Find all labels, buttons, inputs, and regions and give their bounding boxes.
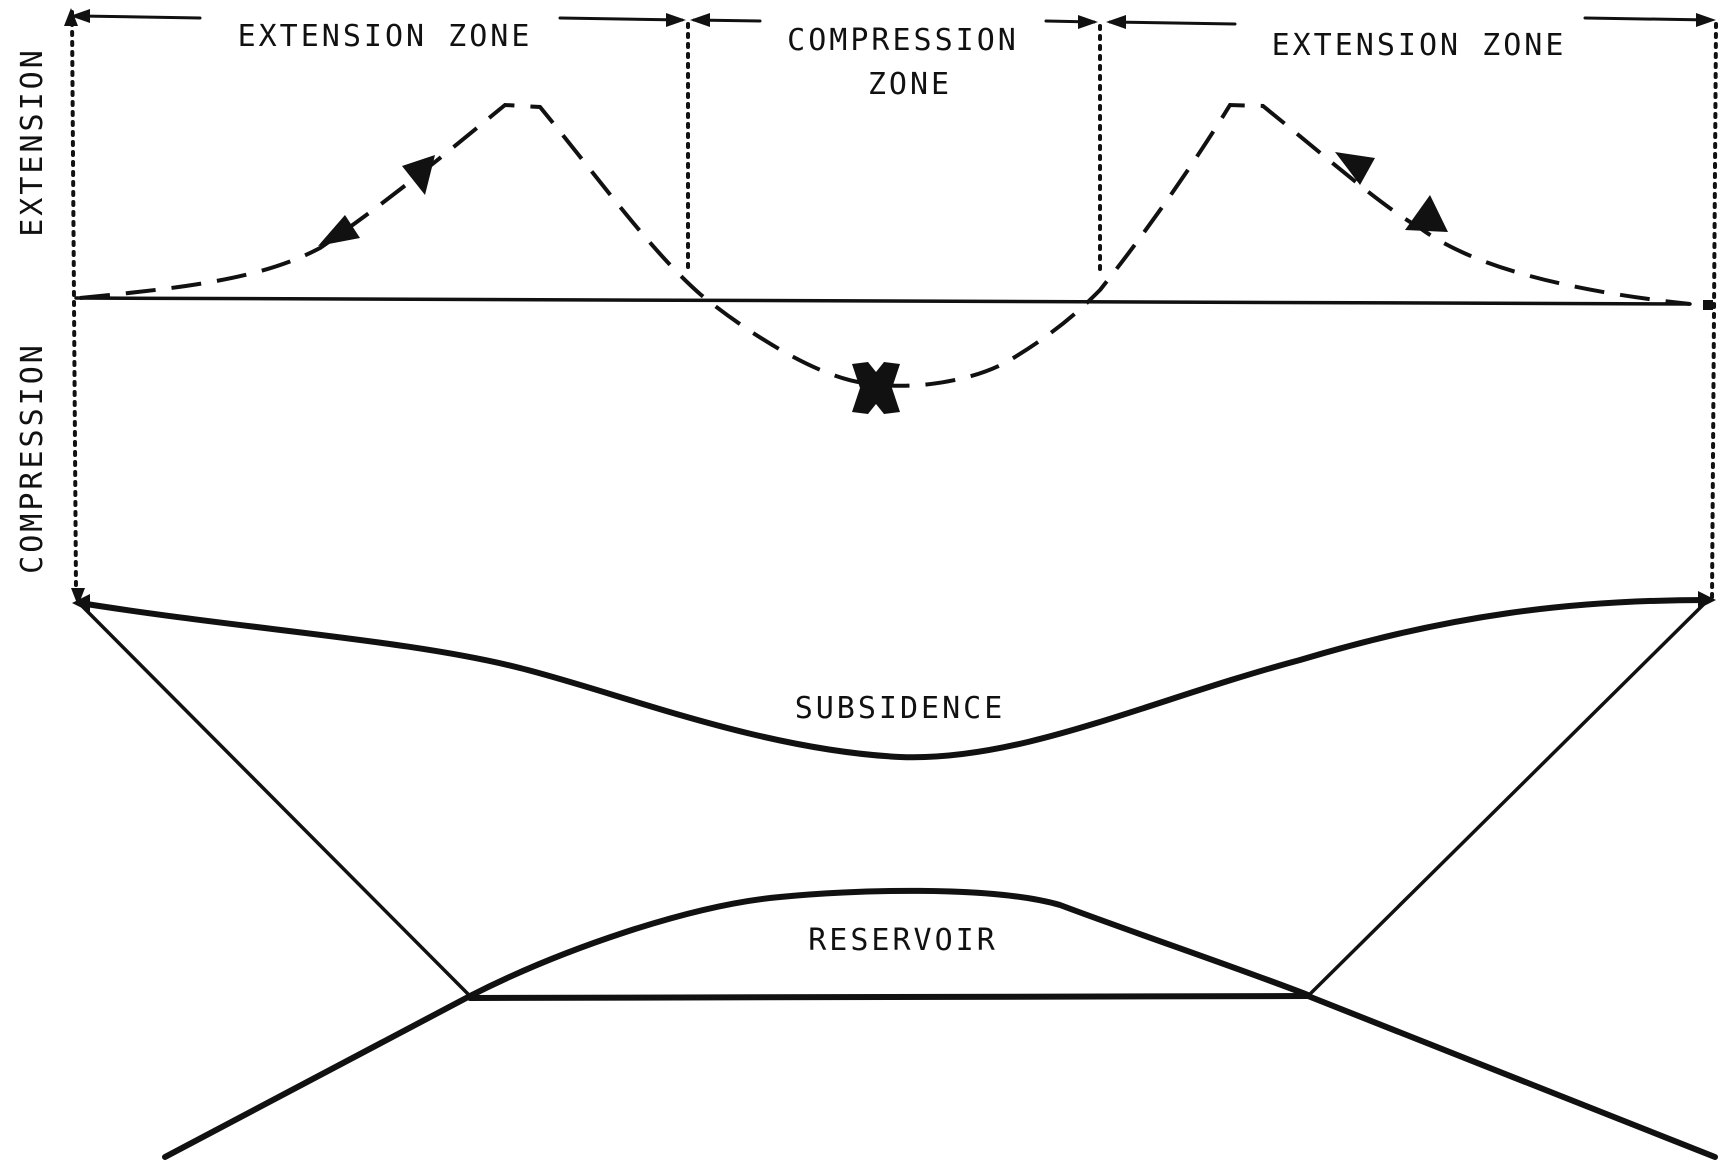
- strain-curve-direction-arrows: [318, 152, 1448, 414]
- subsidence-label: SUBSIDENCE: [795, 691, 1006, 726]
- angle-of-draw-right: [1306, 600, 1708, 998]
- subsidence-bowl-curve: [77, 597, 1711, 761]
- angle-of-draw-left: [80, 604, 470, 996]
- compression-peak-marker: [852, 362, 900, 414]
- compression-zone-label-line2: ZONE: [868, 67, 952, 102]
- compression-zone-label-line1: COMPRESSION: [787, 23, 1019, 58]
- right-dotted-boundary: [1710, 22, 1718, 602]
- extension-zone-right-line-b: [1583, 16, 1712, 22]
- left-dotted-boundary: [70, 10, 78, 592]
- zone-dimension-lines: [70, 9, 1716, 29]
- reservoir-label: RESERVOIR: [808, 923, 998, 958]
- extension-zone-right-line-a: [1108, 20, 1237, 26]
- arrowhead-left-inner: [666, 13, 686, 27]
- left-boundary-arrow-up: [64, 8, 78, 26]
- extension-zone-left-line-b: [558, 16, 684, 22]
- strain-arrow-right-upper: [1335, 152, 1375, 185]
- extension-zone-left-line-a: [78, 14, 202, 20]
- baseline-right-marker: [1703, 300, 1713, 310]
- reservoir-top-boundary: [467, 887, 1311, 999]
- arrowhead-compression-left: [690, 13, 710, 27]
- arrowhead-left-outer: [70, 9, 90, 23]
- reservoir-base: [467, 993, 1311, 1001]
- strain-arrow-right-lower: [1405, 195, 1448, 232]
- horizontal-strain-curve: [79, 102, 1691, 388]
- extension-zone-right-label: EXTENSION ZONE: [1272, 28, 1567, 63]
- stratum-right-limb: [1305, 993, 1718, 1160]
- strain-arrow-left-lower: [318, 215, 360, 246]
- axis-label-compression: COMPRESSION: [15, 342, 50, 574]
- extension-zone-left-label: EXTENSION ZONE: [238, 19, 533, 54]
- arrowhead-compression-right: [1078, 15, 1098, 29]
- strain-arrow-left-upper: [402, 155, 435, 195]
- left-boundary-arrow-down: [71, 588, 85, 606]
- stratum-left-limb: [162, 993, 473, 1160]
- arrowhead-right-inner: [1106, 15, 1126, 29]
- zero-strain-baseline: [74, 296, 1692, 306]
- zone-boundary-dotted-lines: [64, 8, 1718, 606]
- arrowhead-right-outer: [1696, 13, 1716, 27]
- axis-label-extension: EXTENSION: [15, 47, 50, 237]
